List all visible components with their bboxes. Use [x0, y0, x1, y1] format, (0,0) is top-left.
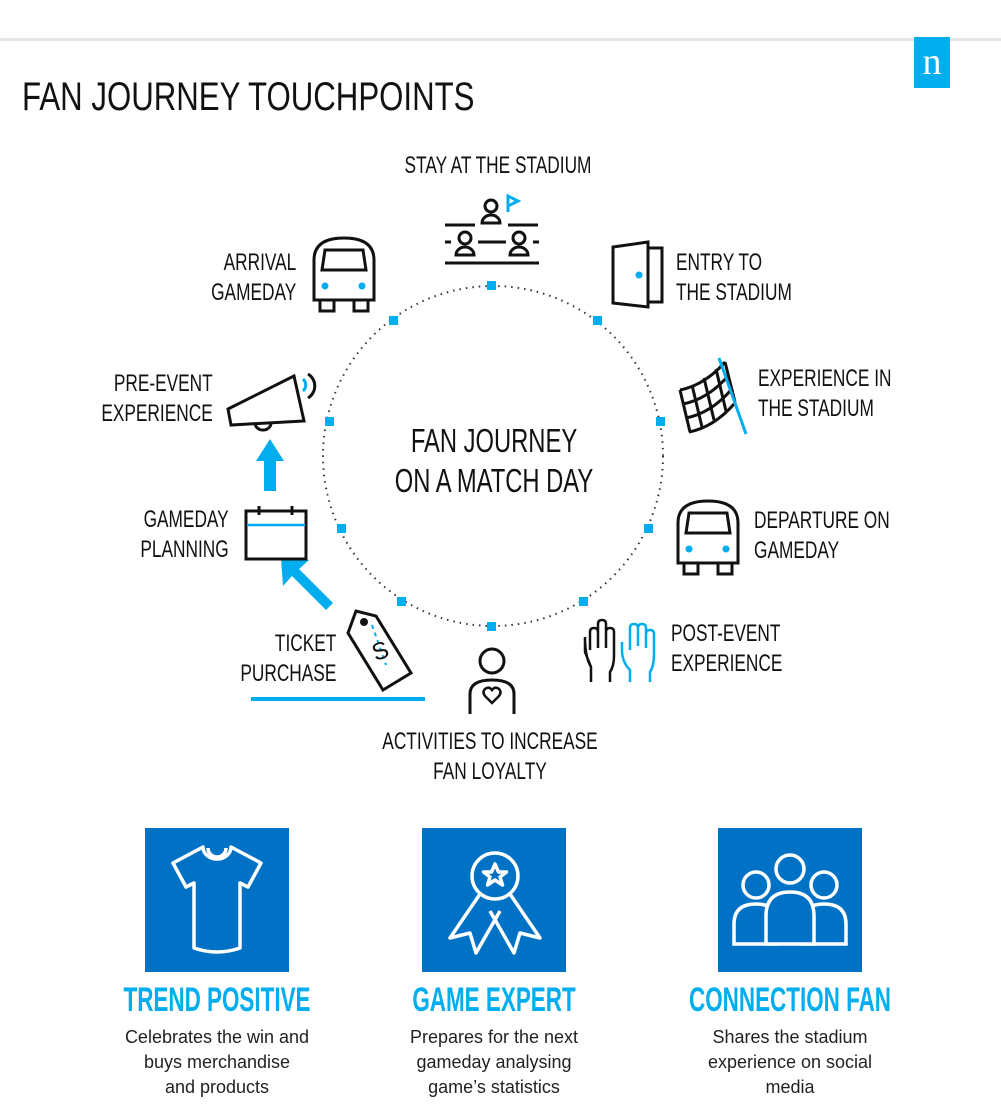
brand-logo: n	[914, 37, 950, 88]
door-icon	[611, 240, 664, 309]
price-tag-icon: S	[346, 609, 414, 693]
top-divider	[0, 38, 1001, 41]
bus-icon	[676, 499, 740, 576]
raised-hands-icon	[583, 618, 656, 682]
megaphone-icon	[226, 372, 317, 432]
t-shirt-icon	[171, 845, 263, 954]
circle-markers	[325, 281, 665, 631]
svg-text:S: S	[368, 636, 392, 667]
arrow-icons	[256, 439, 333, 610]
stadium-seats-icon	[445, 193, 539, 265]
profile-title-trend: TREND POSITIVE	[123, 981, 311, 1019]
bus-icon	[312, 236, 376, 313]
checkered-flag-icon	[678, 357, 748, 435]
calendar-icon	[244, 506, 308, 561]
group-icon	[732, 853, 848, 946]
person-heart-icon	[468, 647, 516, 714]
profile-title-connection: CONNECTION FAN	[689, 981, 891, 1019]
profile-box-connection	[718, 828, 862, 972]
page-title: FAN JOURNEY TOUCHPOINTS	[22, 75, 475, 119]
profile-box-expert	[422, 828, 566, 972]
profile-box-trend	[145, 828, 289, 972]
journey-diagram: S	[226, 193, 748, 714]
label-stay-at-stadium: STAY AT THE STADIUM	[404, 152, 592, 179]
profile-title-expert: GAME EXPERT	[412, 981, 576, 1019]
award-ribbon-icon	[448, 851, 542, 955]
